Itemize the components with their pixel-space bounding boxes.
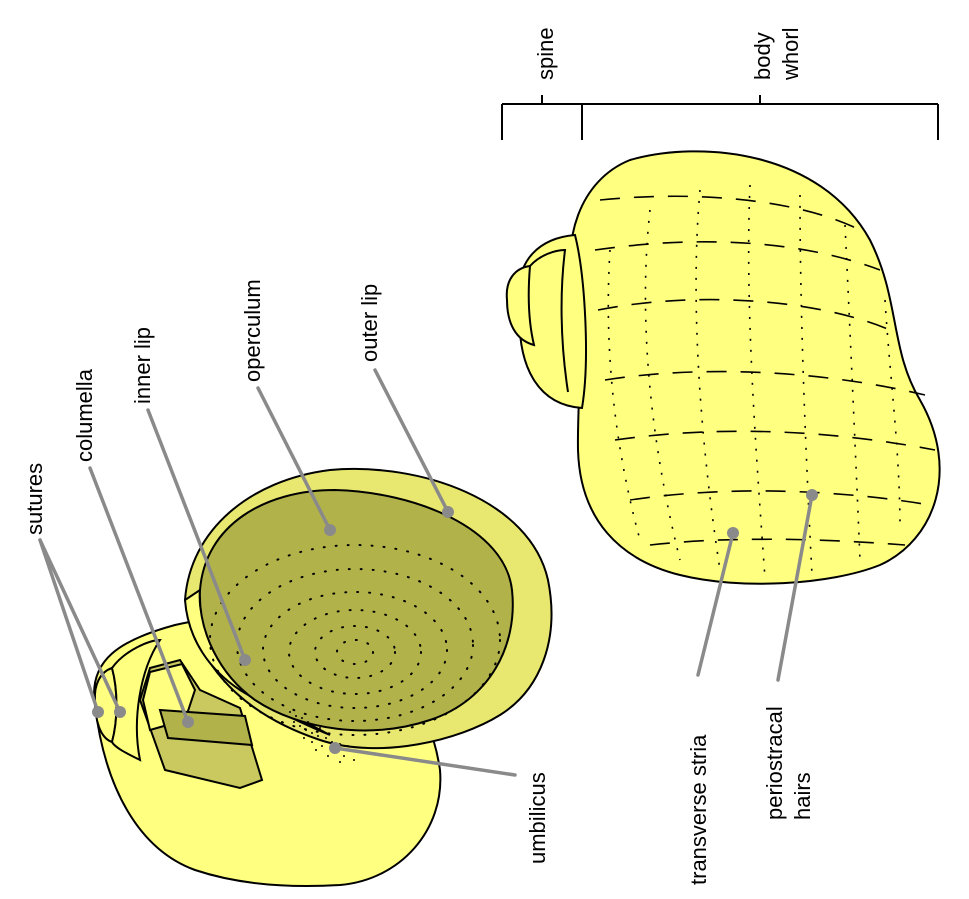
label-umbilicus: umbilicus — [525, 772, 550, 864]
label-columella: columella — [72, 368, 97, 462]
body-whorl-outline — [570, 151, 940, 583]
aperture-view-shell — [94, 469, 551, 886]
label-periostracal-hairs: periostracal hairs — [762, 700, 815, 820]
dorsal-view-shell — [507, 151, 940, 583]
label-periostracal-line1: periostracal — [762, 706, 787, 820]
label-operculum: operculum — [240, 279, 265, 382]
label-periostracal-line2: hairs — [790, 772, 815, 820]
label-sutures: sutures — [22, 463, 47, 535]
spire-whorl-1 — [507, 266, 534, 345]
label-spine: spine — [533, 27, 558, 80]
label-body-whorl-line1: body — [750, 32, 775, 80]
label-body-whorl: body whorl — [750, 26, 803, 81]
measurement-bracket — [502, 95, 938, 140]
label-outer-lip: outer lip — [357, 284, 382, 362]
label-inner-lip: inner lip — [130, 327, 155, 404]
label-body-whorl-line2: whorl — [778, 27, 803, 81]
label-transverse-stria: transverse stria — [686, 734, 711, 885]
